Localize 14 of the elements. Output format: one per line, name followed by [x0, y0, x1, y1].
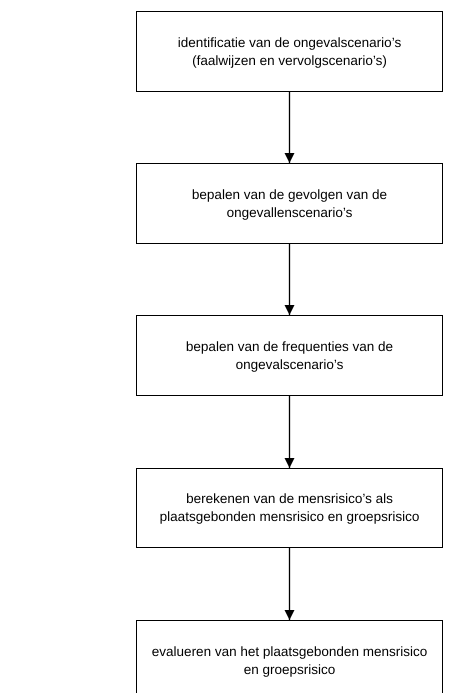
step-text: berekenen van de mensrisico’s als plaatsgebonden mensrisico en groepsrisico — [158, 490, 420, 526]
step-text: evalueren van het plaatsgebonden mensrisico en groepsrisico — [150, 643, 428, 679]
process-box — [136, 620, 443, 693]
step-text: identificatie van de ongevalscenario’s (faalwijzen en vervolgscenario’s) — [176, 34, 402, 70]
arrow — [284, 396, 294, 468]
process-box — [136, 468, 443, 548]
step-text: bepalen van de frequenties van de ongevalscenario’s — [184, 338, 394, 374]
process-box — [136, 11, 443, 92]
process-box — [136, 315, 443, 396]
arrow — [284, 92, 294, 163]
step-text: bepalen van de gevolgen van de ongevallenscenario’s — [190, 186, 388, 222]
arrow — [284, 244, 294, 315]
arrow — [284, 548, 294, 620]
process-box — [136, 163, 443, 244]
